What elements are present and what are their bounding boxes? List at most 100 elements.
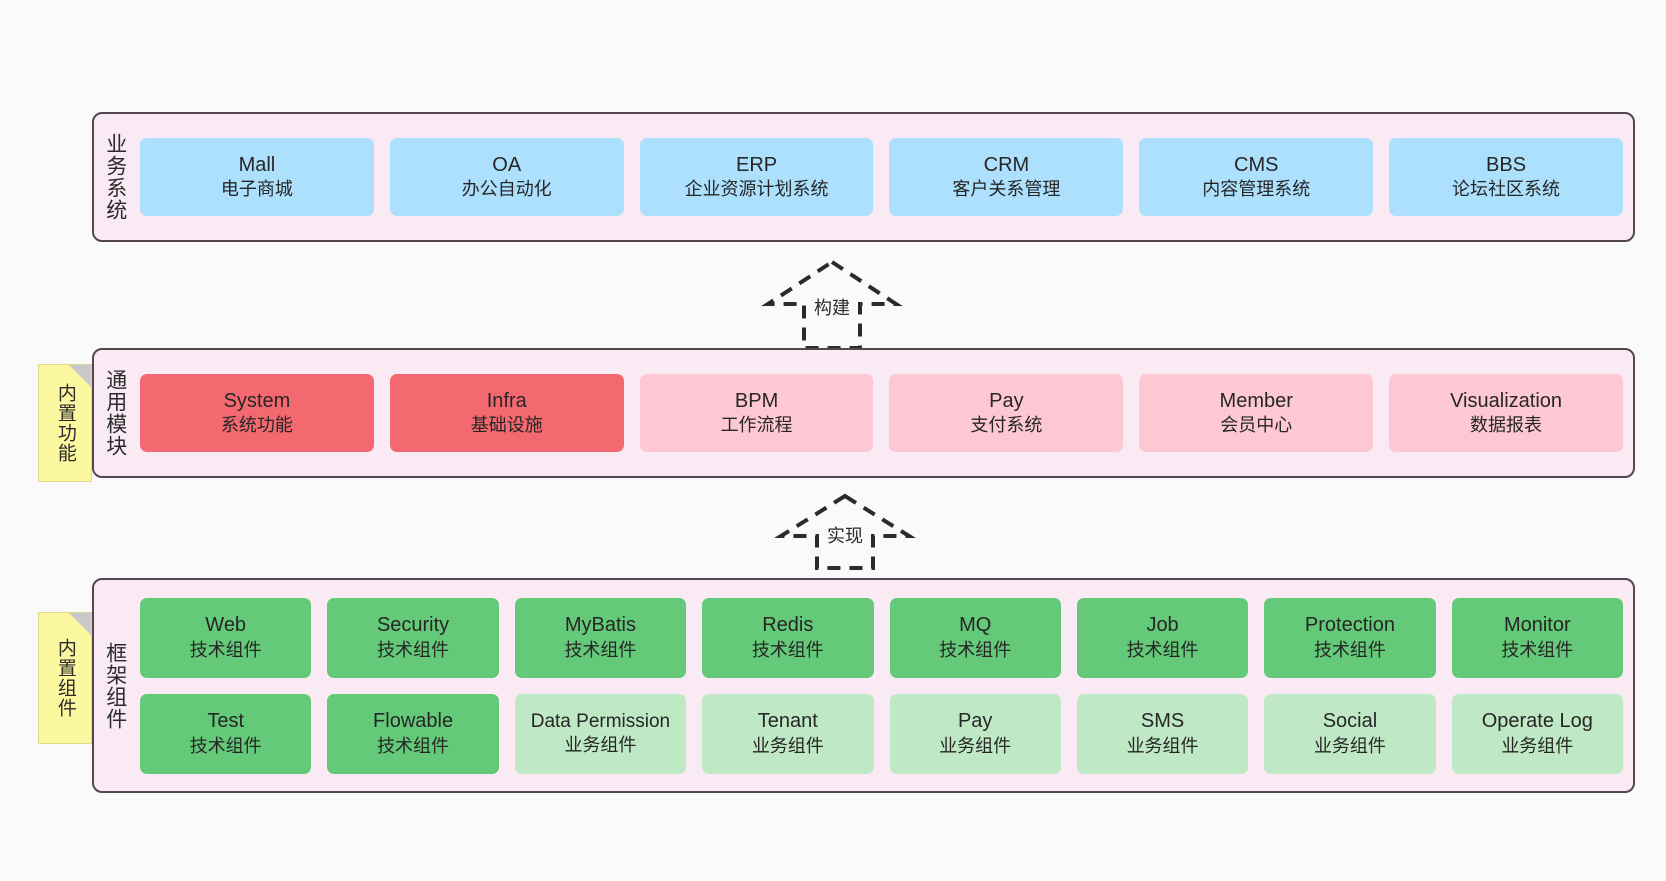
module-box-system[interactable]: System 系统功能 <box>140 374 374 452</box>
module-name: MyBatis <box>564 614 636 637</box>
layer-framework-component-title: 框架组件 <box>103 641 127 730</box>
module-desc: 技术组件 <box>377 639 450 660</box>
module-box-operate-log[interactable]: Operate Log 业务组件 <box>1451 693 1623 774</box>
module-desc: 技术组件 <box>1313 639 1386 660</box>
module-box-job[interactable]: Job 技术组件 <box>1076 597 1249 678</box>
module-desc: 业务组件 <box>751 735 824 756</box>
module-box-pay-biz[interactable]: Pay 业务组件 <box>889 693 1061 774</box>
module-desc: 技术组件 <box>1501 639 1574 660</box>
module-name: System <box>223 389 291 412</box>
module-desc: 基础设施 <box>470 415 543 436</box>
module-row: System 系统功能 Infra 基础设施 BPM 工作流程 Pay 支付系统… <box>140 374 1623 452</box>
layer-common-module-body: System 系统功能 Infra 基础设施 BPM 工作流程 Pay 支付系统… <box>136 350 1633 476</box>
module-desc: 技术组件 <box>939 639 1012 660</box>
module-desc: 技术组件 <box>751 639 824 660</box>
module-box-data-permission[interactable]: Data Permission 业务组件 <box>514 693 687 774</box>
module-name: Data Permission <box>530 710 671 732</box>
module-box-tenant[interactable]: Tenant 业务组件 <box>702 693 874 774</box>
module-name: Protection <box>1304 614 1395 637</box>
module-name: Web <box>205 614 247 637</box>
module-box-test[interactable]: Test 技术组件 <box>140 693 312 774</box>
build-arrow-label: 构建 <box>814 298 850 318</box>
note-fold-corner-icon <box>69 365 91 387</box>
layer-business-system: 业务系统 Mall 电子商城 OA 办公自动化 ERP 企业资源计划系统 CRM… <box>92 112 1635 242</box>
module-box-infra[interactable]: Infra 基础设施 <box>389 374 624 452</box>
module-name: Redis <box>762 614 814 637</box>
module-name: OA <box>492 153 522 176</box>
module-desc: 数据报表 <box>1470 415 1543 436</box>
module-desc: 技术组件 <box>189 639 262 660</box>
module-box-mq[interactable]: MQ 技术组件 <box>889 597 1061 678</box>
module-name: Mall <box>238 153 276 176</box>
module-desc: 会员中心 <box>1220 415 1293 436</box>
note-builtin-component: 内置组件 <box>38 612 92 744</box>
note-builtin-function-label: 内置功能 <box>54 383 76 463</box>
module-box-bbs[interactable]: BBS 论坛社区系统 <box>1389 138 1623 216</box>
module-desc: 技术组件 <box>377 735 450 756</box>
module-name: Security <box>376 614 450 637</box>
module-name: Visualization <box>1450 389 1563 412</box>
note-builtin-function: 内置功能 <box>38 364 92 482</box>
module-name: Social <box>1322 710 1378 733</box>
module-desc: 业务组件 <box>1501 735 1574 756</box>
module-row: Mall 电子商城 OA 办公自动化 ERP 企业资源计划系统 CRM 客户关系… <box>140 138 1623 216</box>
module-name: CRM <box>983 153 1030 176</box>
module-desc: 技术组件 <box>564 639 637 660</box>
module-row: Web 技术组件 Security 技术组件 MyBatis 技术组件 Redi… <box>140 597 1623 678</box>
module-box-web[interactable]: Web 技术组件 <box>140 597 312 678</box>
implement-arrow: 实现 <box>770 492 920 570</box>
module-desc: 支付系统 <box>970 415 1043 436</box>
module-desc: 系统功能 <box>220 415 293 436</box>
module-box-redis[interactable]: Redis 技术组件 <box>702 597 874 678</box>
note-builtin-component-label: 内置组件 <box>54 638 76 718</box>
module-name: Test <box>207 710 245 733</box>
module-name: Pay <box>957 710 993 733</box>
module-row: Test 技术组件 Flowable 技术组件 Data Permission … <box>140 693 1623 774</box>
module-name: CMS <box>1234 153 1279 176</box>
module-desc: 工作流程 <box>720 415 793 436</box>
layer-business-system-body: Mall 电子商城 OA 办公自动化 ERP 企业资源计划系统 CRM 客户关系… <box>136 114 1633 240</box>
layer-framework-component: 框架组件 Web 技术组件 Security 技术组件 MyBatis 技术组件… <box>92 578 1635 793</box>
module-desc: 内容管理系统 <box>1202 179 1311 200</box>
module-box-protection[interactable]: Protection 技术组件 <box>1264 597 1436 678</box>
module-box-oa[interactable]: OA 办公自动化 <box>389 138 624 216</box>
module-name: Infra <box>486 389 527 412</box>
module-name: Monitor <box>1503 614 1571 637</box>
module-name: Operate Log <box>1481 710 1593 733</box>
note-fold-corner-icon <box>69 613 91 635</box>
module-name: MQ <box>959 614 992 637</box>
module-box-bpm[interactable]: BPM 工作流程 <box>639 374 874 452</box>
module-desc: 业务组件 <box>1126 735 1199 756</box>
module-desc: 办公自动化 <box>461 179 552 200</box>
module-box-member[interactable]: Member 会员中心 <box>1139 374 1374 452</box>
module-desc: 技术组件 <box>1126 639 1199 660</box>
module-name: Pay <box>989 389 1024 412</box>
layer-common-module: 通用模块 System 系统功能 Infra 基础设施 BPM 工作流程 Pay… <box>92 348 1635 478</box>
module-box-mybatis[interactable]: MyBatis 技术组件 <box>514 597 687 678</box>
module-box-erp[interactable]: ERP 企业资源计划系统 <box>639 138 874 216</box>
module-desc: 业务组件 <box>939 735 1012 756</box>
module-box-sms[interactable]: SMS 业务组件 <box>1076 693 1249 774</box>
module-name: ERP <box>736 153 778 176</box>
module-box-crm[interactable]: CRM 客户关系管理 <box>889 138 1124 216</box>
module-box-mall[interactable]: Mall 电子商城 <box>140 138 374 216</box>
module-desc: 电子商城 <box>220 179 293 200</box>
module-desc: 业务组件 <box>564 735 637 756</box>
layer-business-system-title: 业务系统 <box>103 133 127 221</box>
module-desc: 企业资源计划系统 <box>684 179 829 200</box>
build-arrow: 构建 <box>757 258 907 350</box>
module-box-monitor[interactable]: Monitor 技术组件 <box>1451 597 1623 678</box>
module-desc: 客户关系管理 <box>952 179 1061 200</box>
module-box-visualization[interactable]: Visualization 数据报表 <box>1389 374 1623 452</box>
module-box-cms[interactable]: CMS 内容管理系统 <box>1139 138 1374 216</box>
module-name: Tenant <box>757 710 818 733</box>
module-box-flowable[interactable]: Flowable 技术组件 <box>327 693 499 774</box>
module-desc: 论坛社区系统 <box>1452 179 1561 200</box>
implement-arrow-label: 实现 <box>827 526 863 546</box>
module-box-pay[interactable]: Pay 支付系统 <box>889 374 1124 452</box>
module-name: BPM <box>734 389 779 412</box>
module-box-social[interactable]: Social 业务组件 <box>1264 693 1436 774</box>
layer-framework-component-body: Web 技术组件 Security 技术组件 MyBatis 技术组件 Redi… <box>136 580 1633 791</box>
module-box-security[interactable]: Security 技术组件 <box>327 597 499 678</box>
